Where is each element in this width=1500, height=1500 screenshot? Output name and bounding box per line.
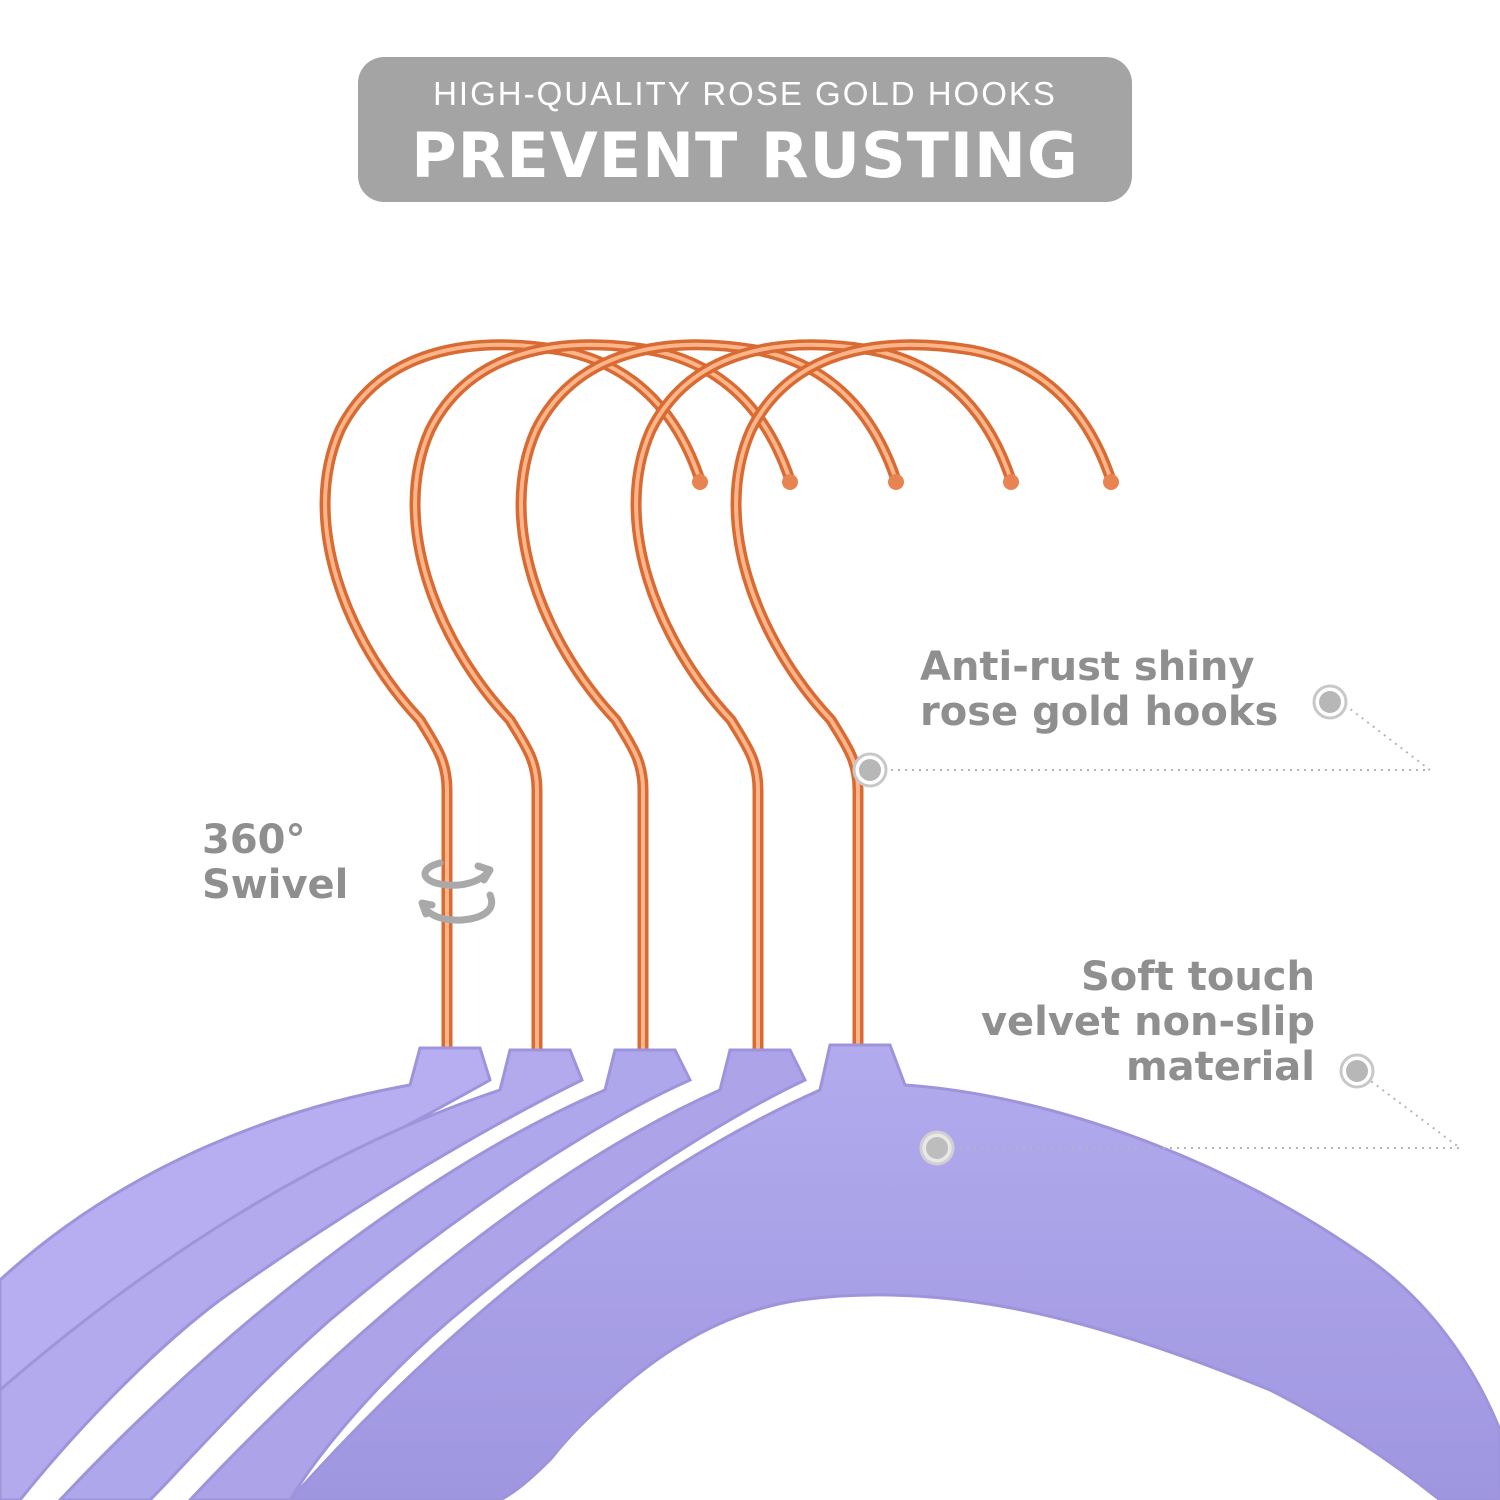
rose-gold-hooks	[319, 339, 1119, 1056]
hook-callout-line2: rose gold hooks	[920, 688, 1279, 735]
velvet-hangers	[0, 1043, 1500, 1500]
hook-callout-line1: Anti-rust shiny	[920, 644, 1255, 690]
callout-connectors	[885, 704, 1463, 1149]
hook	[630, 339, 1019, 1056]
callout-dot-icon	[852, 684, 1375, 1166]
hook-callout: Anti-rust shiny rose gold hooks	[920, 645, 1278, 735]
hanger-body	[57, 1048, 693, 1500]
material-callout: Soft touch velvet non-slip material	[960, 955, 1315, 1089]
material-callout-line3: material	[1125, 1043, 1315, 1090]
hanger-body	[0, 1048, 584, 1500]
swivel-callout-line1: 360°	[202, 817, 306, 863]
hanger-body	[287, 1043, 1500, 1500]
banner-subtitle: HIGH-QUALITY ROSE GOLD HOOKS	[433, 75, 1057, 112]
headline-banner: HIGH-QUALITY ROSE GOLD HOOKS PREVENT RUS…	[358, 57, 1132, 202]
material-callout-line1: Soft touch	[1080, 954, 1315, 1000]
hanger-negative-space	[520, 1316, 1400, 1500]
swivel-callout-line2: Swivel	[202, 861, 349, 908]
swivel-callout: 360° Swivel	[202, 818, 348, 908]
hook	[409, 339, 798, 1056]
material-callout-line2: velvet non-slip	[980, 998, 1315, 1045]
banner-title: PREVENT RUSTING	[411, 119, 1079, 192]
hook	[515, 339, 904, 1056]
hanger-body	[187, 1048, 808, 1500]
swivel-arrows-icon	[418, 859, 496, 924]
hook	[730, 339, 1119, 1056]
hook	[319, 339, 708, 1056]
